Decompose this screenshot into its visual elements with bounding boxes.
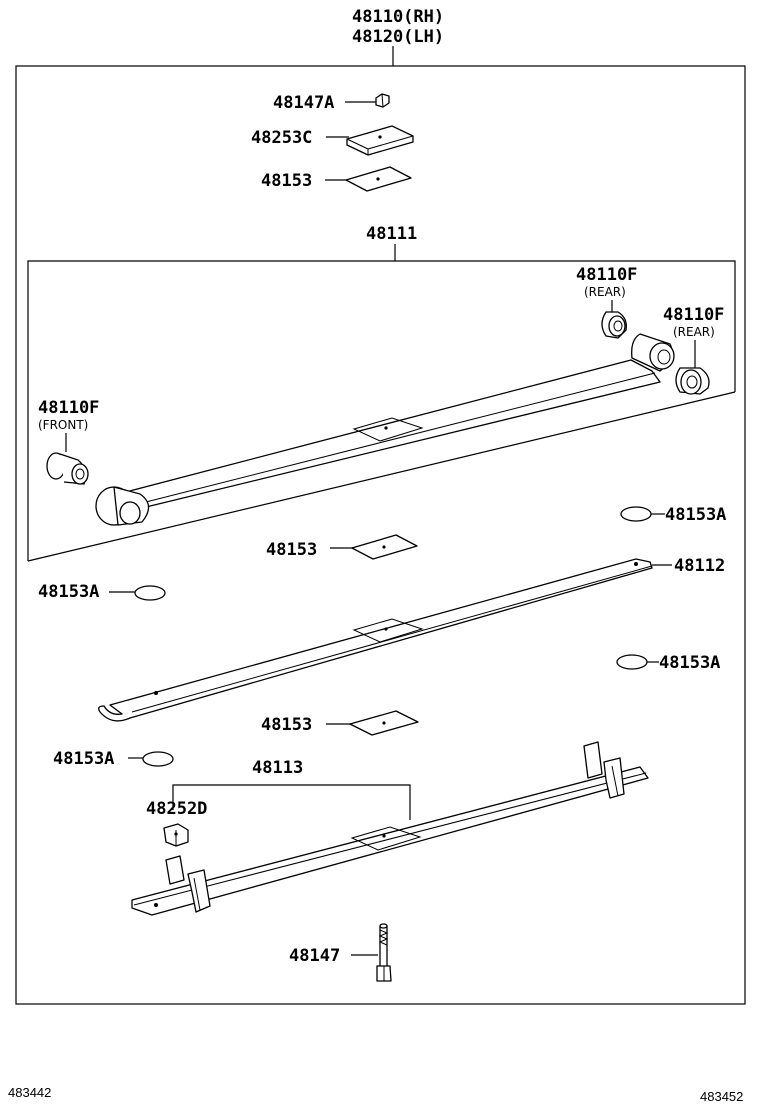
- disc-48153a-2: [134, 585, 166, 601]
- label-48153-top: 48153: [261, 171, 312, 191]
- label-48253c: 48253C: [251, 128, 312, 148]
- note-rear-2: (REAR): [673, 325, 715, 339]
- bracket-48111: [27, 260, 736, 561]
- assembly-number-rh: 48110(RH): [352, 7, 444, 27]
- outer-frame: [15, 65, 746, 1005]
- assembly-number-lh: 48120(LH): [352, 27, 444, 47]
- leaf-48112: [98, 558, 653, 722]
- disc-48153a-4: [142, 751, 174, 767]
- label-48153a-2: 48153A: [38, 582, 99, 602]
- bushing-48110f-rear-1: [601, 311, 627, 339]
- disc-48153a-3: [616, 654, 648, 670]
- bushing-48110f-rear-2: [675, 367, 710, 395]
- clip-48252d: [163, 823, 189, 847]
- label-48153a-4: 48153A: [53, 749, 114, 769]
- plate-48253c: [346, 125, 414, 156]
- pad-48153-mid-1: [351, 534, 418, 560]
- label-48110f-front: 48110F: [38, 398, 99, 418]
- bracket-48111-diagonal: [27, 391, 736, 562]
- label-48110f-rear-1: 48110F: [576, 265, 637, 285]
- label-48147: 48147: [289, 946, 340, 966]
- label-48111: 48111: [366, 224, 417, 244]
- main-leaf-48111: [95, 333, 675, 526]
- bolt-48147: [376, 923, 392, 982]
- nut-48147a: [375, 93, 390, 108]
- label-48110f-rear-2: 48110F: [663, 305, 724, 325]
- note-front: (FRONT): [38, 418, 88, 432]
- label-48252d: 48252D: [146, 799, 207, 819]
- disc-48153a-1: [620, 506, 652, 522]
- bushing-48110f-front: [46, 452, 89, 485]
- label-48153-mid-1: 48153: [266, 540, 317, 560]
- note-rear-1: (REAR): [584, 285, 626, 299]
- pad-48153-mid-2: [349, 710, 419, 736]
- footer-code-left: 483442: [8, 1085, 51, 1100]
- label-48112: 48112: [674, 556, 725, 576]
- label-48153a-1: 48153A: [665, 505, 726, 525]
- label-48153-mid-2: 48153: [261, 715, 312, 735]
- label-48147a: 48147A: [273, 93, 334, 113]
- leader-48113: [172, 784, 411, 820]
- label-48153a-3: 48153A: [659, 653, 720, 673]
- pad-48153-top: [345, 166, 412, 192]
- leaf-48113: [131, 741, 649, 916]
- label-48113: 48113: [252, 758, 303, 778]
- footer-code-right: 483452: [700, 1089, 743, 1104]
